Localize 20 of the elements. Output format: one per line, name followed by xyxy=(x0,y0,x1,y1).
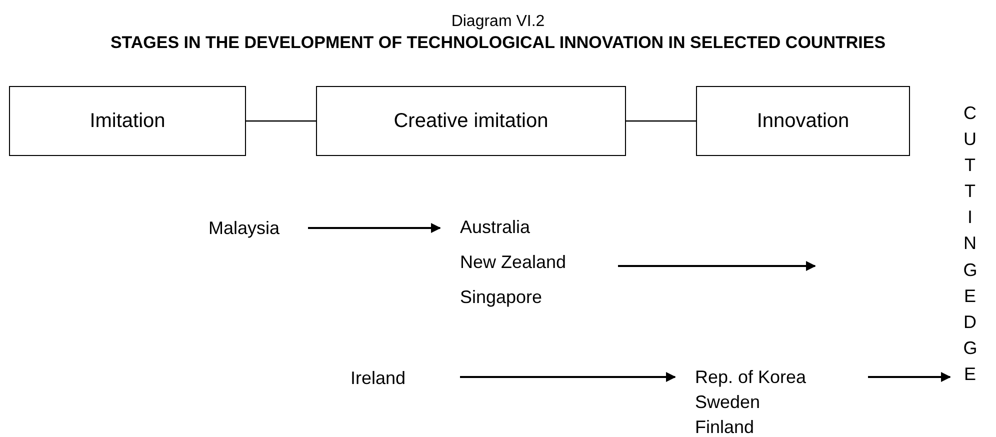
country-name: Sweden xyxy=(695,391,760,414)
arrow xyxy=(618,261,816,271)
diagram-title: STAGES IN THE DEVELOPMENT OF TECHNOLOGICAL INNOVATION IN SELECTED COUNTRIES xyxy=(110,32,886,54)
arrow xyxy=(868,372,951,382)
country-name: New Zealand xyxy=(460,251,566,274)
figure-number: Diagram VI.2 xyxy=(451,12,545,32)
country-name: Ireland xyxy=(350,366,406,390)
connector-line xyxy=(626,120,696,122)
connector-line xyxy=(246,120,316,122)
country-name: Australia xyxy=(460,216,530,239)
stage-box: Imitation xyxy=(9,86,246,156)
country-name: Malaysia xyxy=(208,216,280,240)
country-name: Singapore xyxy=(460,286,542,309)
country-name: Rep. of Korea xyxy=(695,366,806,389)
country-name: Finland xyxy=(695,416,754,437)
stage-box: Creative imitation xyxy=(316,86,626,156)
arrow xyxy=(460,372,676,382)
vertical-label: CUTTING EDGE xyxy=(963,102,977,386)
stage-box: Innovation xyxy=(696,86,910,156)
arrow xyxy=(308,223,441,233)
